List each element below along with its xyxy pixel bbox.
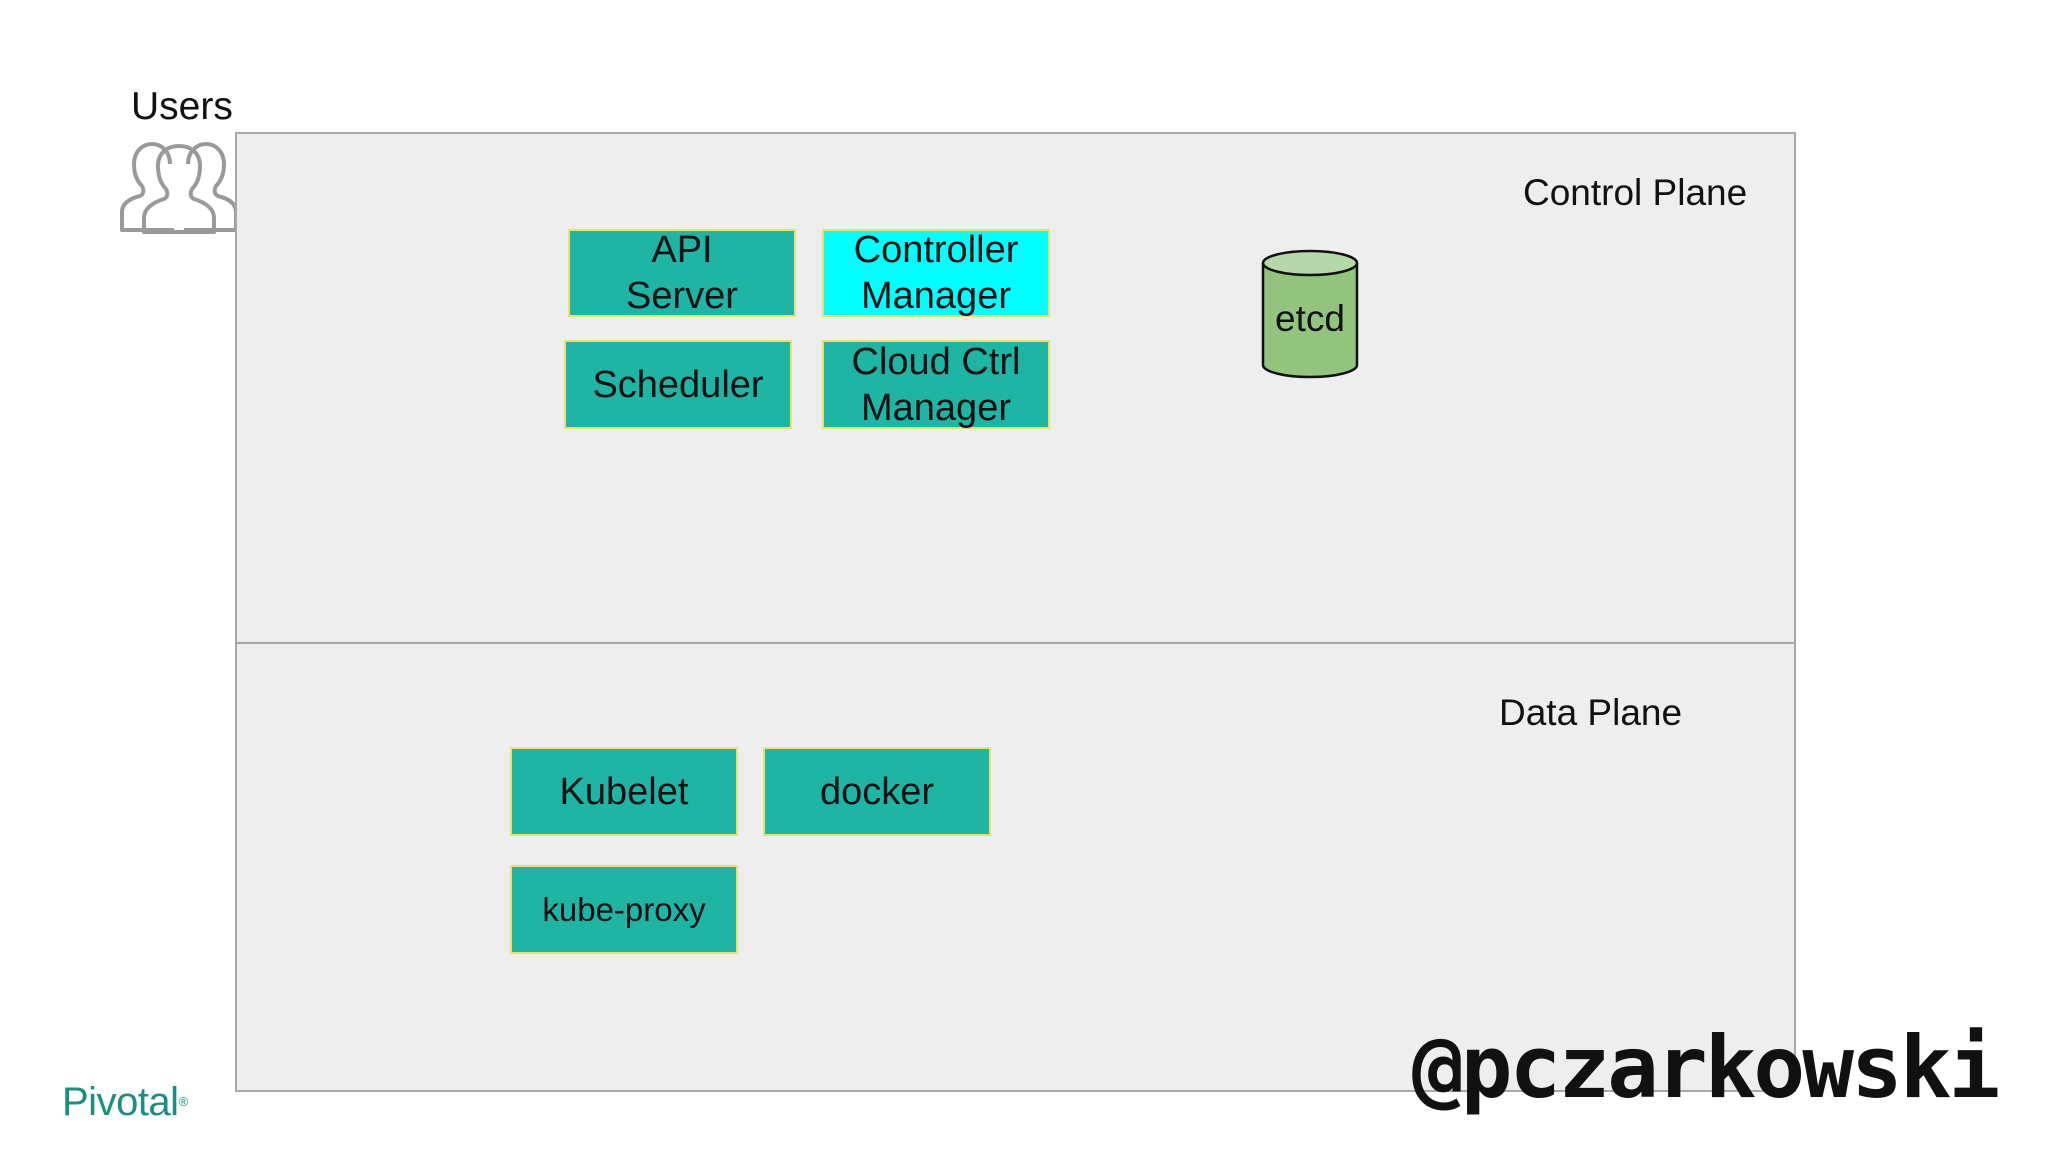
docker-box: docker xyxy=(763,747,991,836)
users-group-icon xyxy=(120,142,238,234)
pivotal-logo-text: Pivotal xyxy=(62,1080,179,1124)
controller-manager-label-line1: Controller xyxy=(853,229,1019,271)
users-label: Users xyxy=(131,85,233,128)
database-cylinder-icon xyxy=(1261,249,1359,379)
registered-mark: ® xyxy=(178,1094,189,1109)
kube-proxy-label: kube-proxy xyxy=(542,890,706,928)
kubelet-label: Kubelet xyxy=(559,770,689,813)
api-server-label-line2: Server xyxy=(626,275,738,317)
data-plane-label: Data Plane xyxy=(1499,692,1683,733)
controller-manager-label-line2: Manager xyxy=(861,275,1011,317)
author-handle: @pczarkowski xyxy=(1412,1018,2000,1118)
api-server-box: API Server xyxy=(568,229,796,317)
docker-label: docker xyxy=(819,770,935,813)
etcd-label: etcd xyxy=(1275,298,1345,339)
cloud-ctrl-manager-box: Cloud Ctrl Manager xyxy=(822,340,1050,429)
kubelet-box: Kubelet xyxy=(510,747,738,836)
scheduler-box: Scheduler xyxy=(564,340,792,429)
pivotal-logo: Pivotal® xyxy=(62,1078,188,1126)
cloud-ctrl-manager-label-line2: Manager xyxy=(861,386,1011,429)
controller-manager-box: Controller Manager xyxy=(822,229,1050,317)
cloud-ctrl-manager-label-line1: Cloud Ctrl xyxy=(851,340,1021,383)
data-plane-panel xyxy=(235,642,1796,1092)
kube-proxy-box: kube-proxy xyxy=(510,865,738,954)
control-plane-label: Control Plane xyxy=(1523,172,1748,213)
api-server-label-line1: API xyxy=(651,229,713,271)
scheduler-label: Scheduler xyxy=(592,363,764,406)
